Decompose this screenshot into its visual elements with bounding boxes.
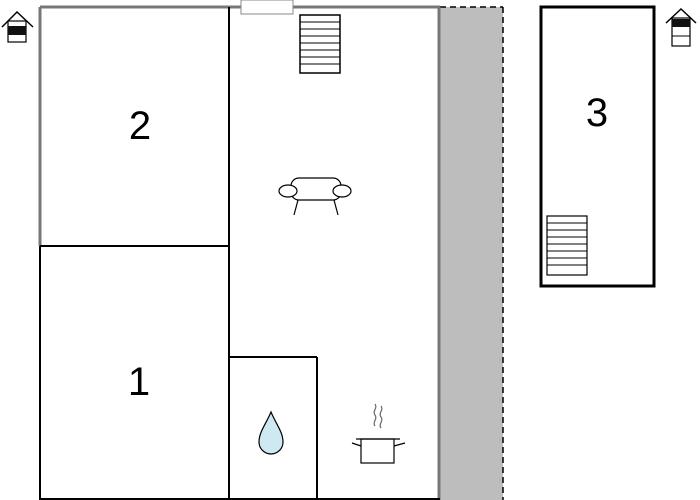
entrance-door [240,0,294,15]
house-floor-icon [1,10,34,43]
water-drop-icon [258,410,284,455]
room-3-label: 3 [586,91,608,135]
main-building [38,5,441,500]
room-1-label: 1 [128,360,150,404]
staircase-icon [299,14,341,74]
terrace-area [440,7,503,500]
room-2-label: 2 [129,104,151,148]
staircase-icon [546,215,588,276]
cooking-pot-icon [351,403,406,464]
house-floor-icon [665,7,697,47]
sofa-icon [278,177,352,216]
